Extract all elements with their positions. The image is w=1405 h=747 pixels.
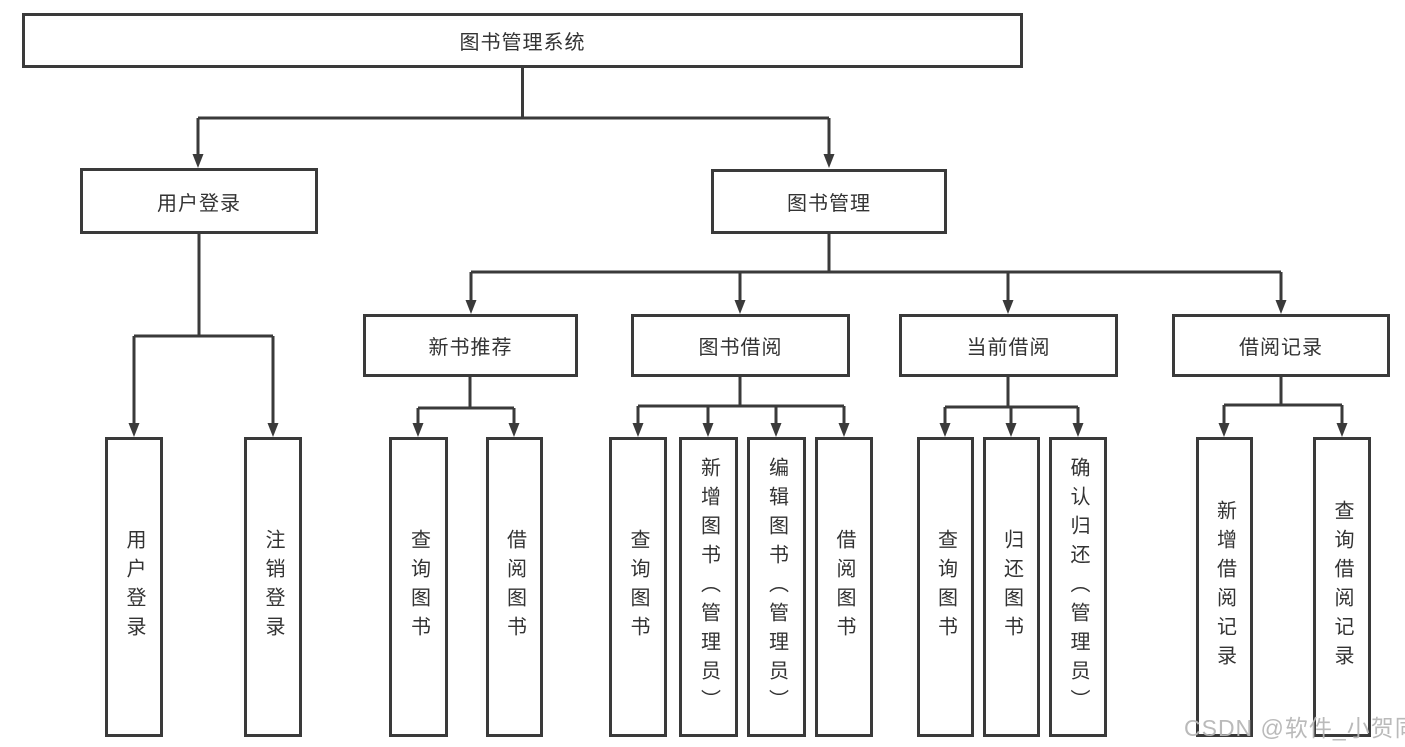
leaf-records-query-record: 查询借阅记录 <box>1313 437 1371 737</box>
node-book-borrow: 图书借阅 <box>631 314 850 377</box>
node-new-book-recommend: 新书推荐 <box>363 314 578 377</box>
leaf-newbook-borrow-book: 借阅图书 <box>486 437 543 737</box>
leaf-current-confirm-return-admin: 确认归还（管理员） <box>1049 437 1107 737</box>
leaf-label: 借阅图书 <box>503 529 526 645</box>
leaf-label: 查询借阅记录 <box>1331 500 1353 674</box>
node-root: 图书管理系统 <box>22 13 1023 68</box>
arrowhead-icons <box>128 154 1348 437</box>
leaf-label: 新增图书（管理员） <box>697 456 720 718</box>
leaf-label: 注销登录 <box>262 529 284 645</box>
leaf-label: 新增借阅记录 <box>1213 500 1236 674</box>
leaf-user-login: 用户登录 <box>105 437 163 737</box>
node-borrow-records: 借阅记录 <box>1172 314 1390 377</box>
leaf-borrow-borrow-book: 借阅图书 <box>815 437 873 737</box>
node-user-login: 用户登录 <box>80 168 318 234</box>
leaf-current-query-book: 查询图书 <box>917 437 974 737</box>
leaf-label: 查询图书 <box>627 529 649 645</box>
csdn-watermark: CSDN @软件_小贺同学 <box>1184 715 1405 741</box>
leaf-label: 确认归还（管理员） <box>1067 456 1089 718</box>
leaf-label: 查询图书 <box>934 529 957 645</box>
leaf-label: 编辑图书（管理员） <box>765 456 788 718</box>
leaf-borrow-add-book-admin: 新增图书（管理员） <box>679 437 738 737</box>
leaf-records-add-record: 新增借阅记录 <box>1196 437 1253 737</box>
leaf-borrow-query-book: 查询图书 <box>609 437 667 737</box>
leaf-label: 用户登录 <box>123 529 145 645</box>
leaf-label: 归还图书 <box>1000 529 1023 645</box>
node-book-management: 图书管理 <box>711 169 947 234</box>
leaf-label: 借阅图书 <box>833 529 855 645</box>
leaf-borrow-edit-book-admin: 编辑图书（管理员） <box>747 437 806 737</box>
leaf-current-return-book: 归还图书 <box>983 437 1040 737</box>
leaf-newbook-query-book: 查询图书 <box>389 437 448 737</box>
leaf-logout: 注销登录 <box>244 437 302 737</box>
node-current-borrow: 当前借阅 <box>899 314 1118 377</box>
leaf-label: 查询图书 <box>407 529 430 645</box>
